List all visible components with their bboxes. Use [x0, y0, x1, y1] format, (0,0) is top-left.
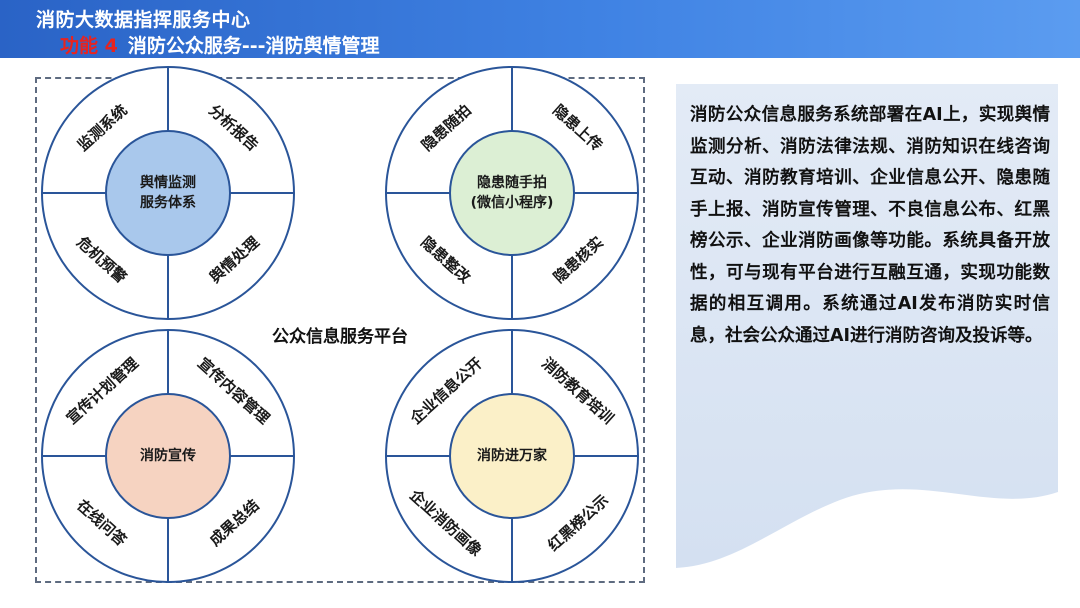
function-label: 功能 4 — [60, 35, 118, 57]
module-center-circle — [105, 130, 231, 256]
description-text: 消防公众信息服务系统部署在AI上，实现舆情监测分析、消防法律法规、消防知识在线咨… — [690, 105, 1050, 346]
module-center-circle — [449, 130, 575, 256]
module-center-line: 消防宣传 — [140, 448, 196, 464]
description-panel-shape — [676, 84, 1058, 568]
header-subtitle-row: 功能 4 消防公众服务---消防舆情管理 — [60, 31, 380, 58]
header-subtitle: 消防公众服务---消防舆情管理 — [127, 35, 380, 57]
diagram-frame — [35, 77, 645, 583]
module-center-line: 服务体系 — [140, 195, 196, 211]
module-center-label: 舆情监测服务体系 — [103, 173, 233, 213]
header-title: 消防大数据指挥服务中心 — [36, 9, 251, 31]
module-center-line: (微信小程序) — [470, 195, 554, 211]
module-center-line: 隐患随手拍 — [477, 175, 547, 191]
module-center-label: 消防进万家 — [447, 446, 577, 466]
module-center-label: 消防宣传 — [103, 446, 233, 466]
module-center-circle — [105, 393, 231, 519]
header-bar: 消防大数据指挥服务中心 功能 4 消防公众服务---消防舆情管理 — [0, 0, 1080, 58]
module-center-line: 舆情监测 — [140, 175, 196, 191]
module-center-label: 隐患随手拍 (微信小程序) — [447, 173, 577, 213]
module-center-line: 消防进万家 — [477, 448, 547, 464]
module-center-circle — [449, 393, 575, 519]
platform-label: 公众信息服务平台 — [272, 327, 408, 347]
